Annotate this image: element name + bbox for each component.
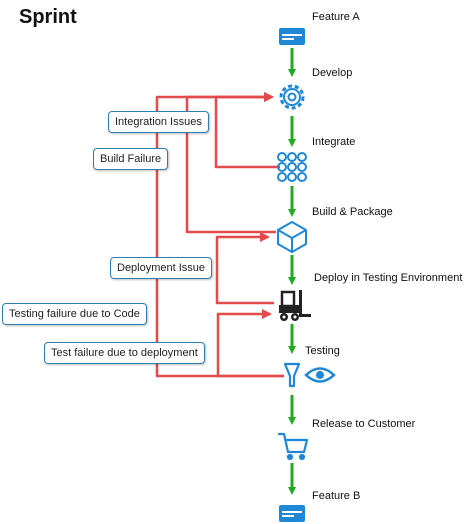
callout-integration-issues: Integration Issues (108, 111, 209, 133)
step-label-feature-a: Feature A (312, 11, 360, 23)
callout-testing-failure-code: Testing failure due to Code (2, 303, 147, 325)
box-icon (277, 221, 307, 253)
step-label-testing: Testing (305, 345, 340, 357)
card-icon (279, 28, 305, 45)
gear-icon (279, 84, 305, 110)
step-label-deploy-testing: Deploy in Testing Environment (314, 272, 463, 284)
step-label-integrate: Integrate (312, 136, 356, 148)
eye-icon (304, 367, 336, 383)
forklift-icon (279, 290, 311, 321)
step-label-build-package: Build & Package (312, 206, 393, 218)
feedback-arrow-test-failure-deployment (216, 309, 284, 378)
grid-icon (277, 152, 307, 182)
callout-build-failure: Build Failure (93, 148, 169, 170)
funnel-icon (283, 362, 301, 388)
step-label-develop: Develop (312, 67, 353, 79)
feedback-arrow-integration-issues (214, 92, 280, 169)
page-title: Sprint (19, 6, 77, 28)
callout-deployment-issue: Deployment Issue (110, 257, 213, 279)
card-icon (279, 505, 305, 522)
callout-test-failure-deployment: Test failure due to deployment (44, 342, 205, 364)
cart-icon (277, 432, 309, 461)
step-label-release: Release to Customer (312, 418, 416, 430)
step-label-feature-b: Feature B (312, 490, 361, 502)
feedback-arrow-deployment-issue (215, 232, 274, 305)
